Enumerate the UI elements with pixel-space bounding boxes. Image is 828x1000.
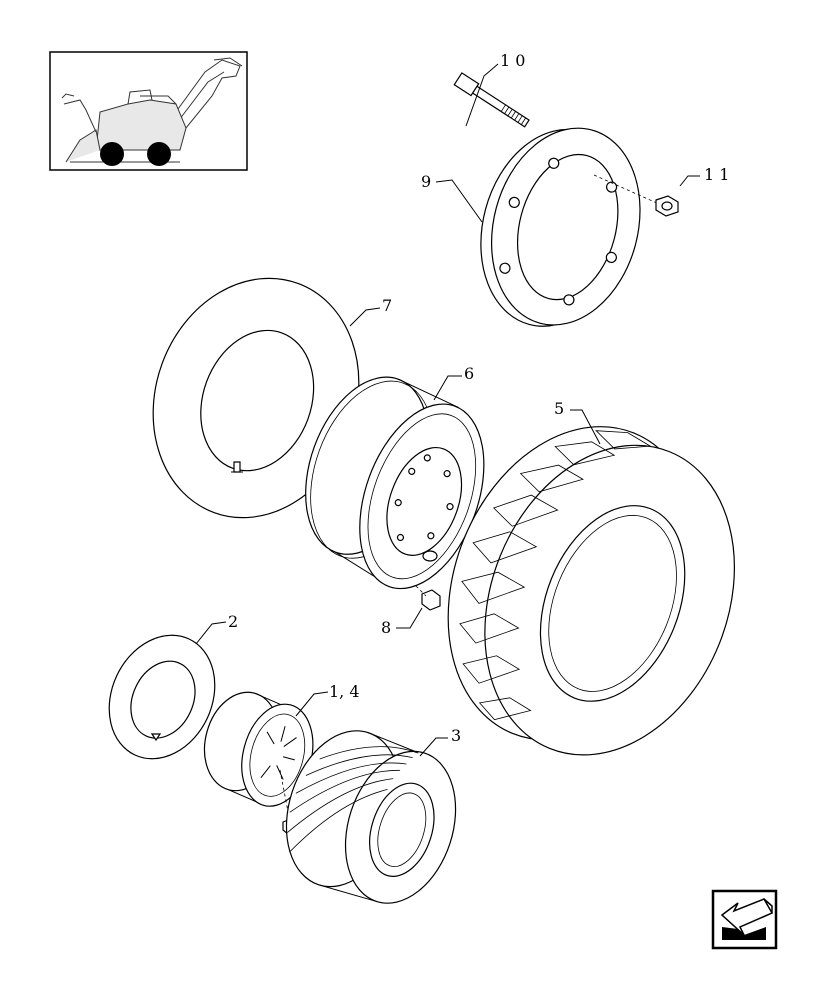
part-8-nut (415, 585, 441, 611)
rear-wheel-marker (147, 142, 171, 166)
callout-2: 2 (228, 612, 238, 631)
next-page-arrow-icon (720, 898, 774, 940)
part-2-small-inner-tube (108, 634, 216, 760)
callout-10: 1 0 (500, 51, 525, 70)
next-page-button[interactable] (711, 889, 778, 950)
leader-lines (195, 63, 700, 757)
front-wheel-marker (100, 142, 124, 166)
callout-1-4: 1, 4 (329, 682, 360, 701)
part-10-bolt (453, 72, 530, 128)
callout-8: 8 (381, 618, 391, 637)
part-7-large-inner-tube (152, 277, 360, 519)
callout-11: 1 1 (704, 165, 729, 184)
callout-6: 6 (464, 364, 474, 383)
part-11-nut (655, 195, 679, 217)
machine-thumbnail (49, 51, 248, 171)
harvester-thumbnail-icon (61, 57, 243, 163)
part-3-small-tyre (285, 730, 457, 904)
callout-3: 3 (451, 726, 461, 745)
part-9-flange-ring (480, 127, 669, 327)
callout-5: 5 (554, 399, 564, 418)
callout-7: 7 (382, 296, 392, 315)
callout-9: 9 (421, 172, 431, 191)
part-1-4-small-rim (203, 691, 314, 823)
part-6-large-rim (305, 376, 485, 590)
part-5-large-tyre (447, 426, 735, 756)
